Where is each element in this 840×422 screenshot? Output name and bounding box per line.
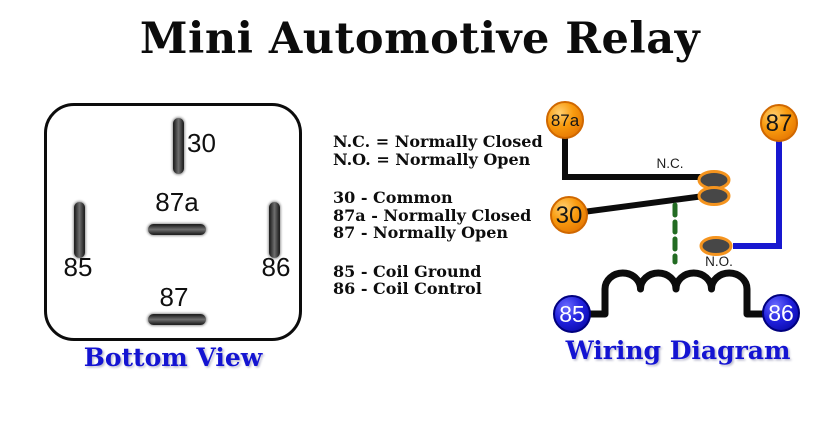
wiring-diagram-caption: Wiring Diagram <box>565 336 791 365</box>
no-label: N.O. <box>705 254 733 269</box>
legend-group-contacts: N.C. = Normally Closed N.O. = Normally O… <box>333 133 543 168</box>
legend-line: N.C. = Normally Closed <box>333 132 543 151</box>
nc-contact-icon <box>697 170 731 190</box>
nc-label: N.C. <box>657 156 684 171</box>
bottom-view-panel <box>44 103 302 341</box>
no-contact-icon <box>699 236 733 256</box>
pin-slot-87a-icon <box>148 224 206 235</box>
common-armature-contact-icon <box>697 186 731 206</box>
pin-label-87: 87 <box>159 282 189 312</box>
terminal-label-85: 85 <box>559 301 585 327</box>
coil-winding-icon <box>583 269 768 318</box>
pin-label-87a: 87a <box>155 187 199 217</box>
legend-line: 30 - Common <box>333 188 453 207</box>
wire-87-to-no <box>733 135 782 249</box>
legend-group-coil-pins: 85 - Coil Ground 86 - Coil Control <box>333 261 543 298</box>
legend-line: 86 - Coil Control <box>333 279 482 298</box>
page-title: Mini Automotive Relay <box>139 14 701 64</box>
legend-group-switch-pins: 30 - Common 87a - Normally Closed 87 - N… <box>333 189 543 242</box>
bottom-view-caption: Bottom View <box>83 343 263 372</box>
pin-slot-86-icon <box>269 202 280 258</box>
terminal-86 <box>762 294 800 332</box>
pin-slot-87-icon <box>148 314 206 325</box>
terminal-label-87a: 87a <box>551 111 580 130</box>
terminal-85 <box>553 295 591 333</box>
pin-label-30: 30 <box>187 128 216 158</box>
wire-30-to-armature <box>582 193 705 215</box>
legend-line: 85 - Coil Ground <box>333 261 482 281</box>
terminal-30 <box>550 196 588 234</box>
terminal-87a <box>546 101 584 139</box>
terminal-87 <box>760 104 798 142</box>
pin-label-85: 85 <box>63 252 93 282</box>
wire-87a-to-nc <box>562 132 706 180</box>
terminal-label-87: 87 <box>766 110 793 137</box>
terminal-label-30: 30 <box>556 202 583 229</box>
pin-slot-30-icon <box>173 118 184 174</box>
legend-line: 87 - Normally Open <box>333 223 509 242</box>
terminal-label-86: 86 <box>768 300 794 326</box>
legend: N.C. = Normally Closed N.O. = Normally O… <box>333 133 543 319</box>
pin-label-86: 86 <box>261 252 291 282</box>
legend-line: 87a - Normally Closed <box>333 205 532 225</box>
pin-slot-85-icon <box>74 202 85 258</box>
legend-line: N.O. = Normally Open <box>333 149 531 169</box>
